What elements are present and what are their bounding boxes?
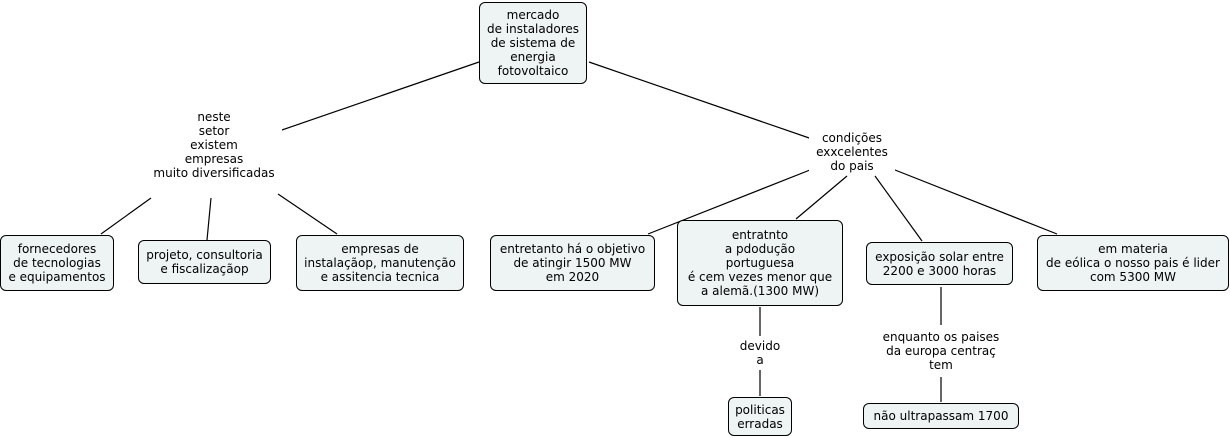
- concept-ultrapassam-text: não ultrapassam 1700: [873, 409, 1009, 423]
- concept-exposicao[interactable]: exposição solar entre 2200 e 3000 horas: [866, 242, 1013, 285]
- concept-politicas-text: politicas erradas: [735, 402, 785, 431]
- link-left-fornecedores: [100, 197, 152, 235]
- link-root-left: [278, 61, 480, 132]
- concept-objetivo-text: entretanto há o objetivo de atingir 1500…: [499, 242, 646, 284]
- link-right-exposicao: [874, 175, 923, 242]
- link-phrase-left: neste setor existem empresas muito diver…: [146, 107, 282, 183]
- link-right-eolica: [889, 167, 1058, 235]
- concept-objetivo[interactable]: entretanto há o objetivo de atingir 1500…: [490, 235, 655, 291]
- link-left-projeto: [206, 197, 212, 241]
- link-phrase-devido: devido a: [734, 337, 786, 369]
- link-root-right: [588, 61, 816, 141]
- link-phrase-devido-text: devido a: [739, 339, 781, 367]
- concept-producao[interactable]: entratnto a pdodução portuguesa é cem ve…: [677, 220, 843, 306]
- link-phrase-enquanto: enquanto os paises da europa centraç tem: [877, 326, 1005, 376]
- concept-politicas[interactable]: politicas erradas: [728, 397, 792, 436]
- concept-empresas-text: empresas de instalaçãop, manutenção e as…: [304, 242, 456, 284]
- concept-exposicao-text: exposição solar entre 2200 e 3000 horas: [875, 249, 1004, 278]
- link-right-producao: [795, 175, 848, 220]
- link-phrase-right-text: condições exxcelentes do pais: [816, 130, 888, 173]
- concept-producao-text: entratnto a pdodução portuguesa é cem ve…: [687, 228, 833, 298]
- concept-fornecedores-text: fornecedores de tecnologias e equipament…: [8, 242, 106, 284]
- concept-eolica[interactable]: em materia de eólica o nosso pais é lide…: [1037, 235, 1229, 291]
- link-right-objetivo: [647, 167, 816, 235]
- link-phrase-left-text: neste setor existem empresas muito diver…: [153, 110, 275, 180]
- link-phrase-right: condições exxcelentes do pais: [809, 129, 895, 174]
- concept-projeto[interactable]: projeto, consultoria e fiscalizaçãop: [138, 240, 271, 284]
- concept-empresas[interactable]: empresas de instalaçãop, manutenção e as…: [296, 235, 464, 291]
- concept-fornecedores[interactable]: fornecedores de tecnologias e equipament…: [0, 235, 114, 291]
- concept-ultrapassam[interactable]: não ultrapassam 1700: [863, 403, 1019, 429]
- concept-root-text: mercado de instaladores de sistema de en…: [486, 8, 579, 78]
- concept-projeto-text: projeto, consultoria e fiscalizaçãop: [146, 248, 263, 276]
- link-left-empresas: [277, 193, 338, 235]
- link-phrase-enquanto-text: enquanto os paises da europa centraç tem: [882, 330, 1000, 372]
- concept-eolica-text: em materia de eólica o nosso pais é lide…: [1046, 242, 1220, 284]
- concept-root[interactable]: mercado de instaladores de sistema de en…: [479, 2, 587, 84]
